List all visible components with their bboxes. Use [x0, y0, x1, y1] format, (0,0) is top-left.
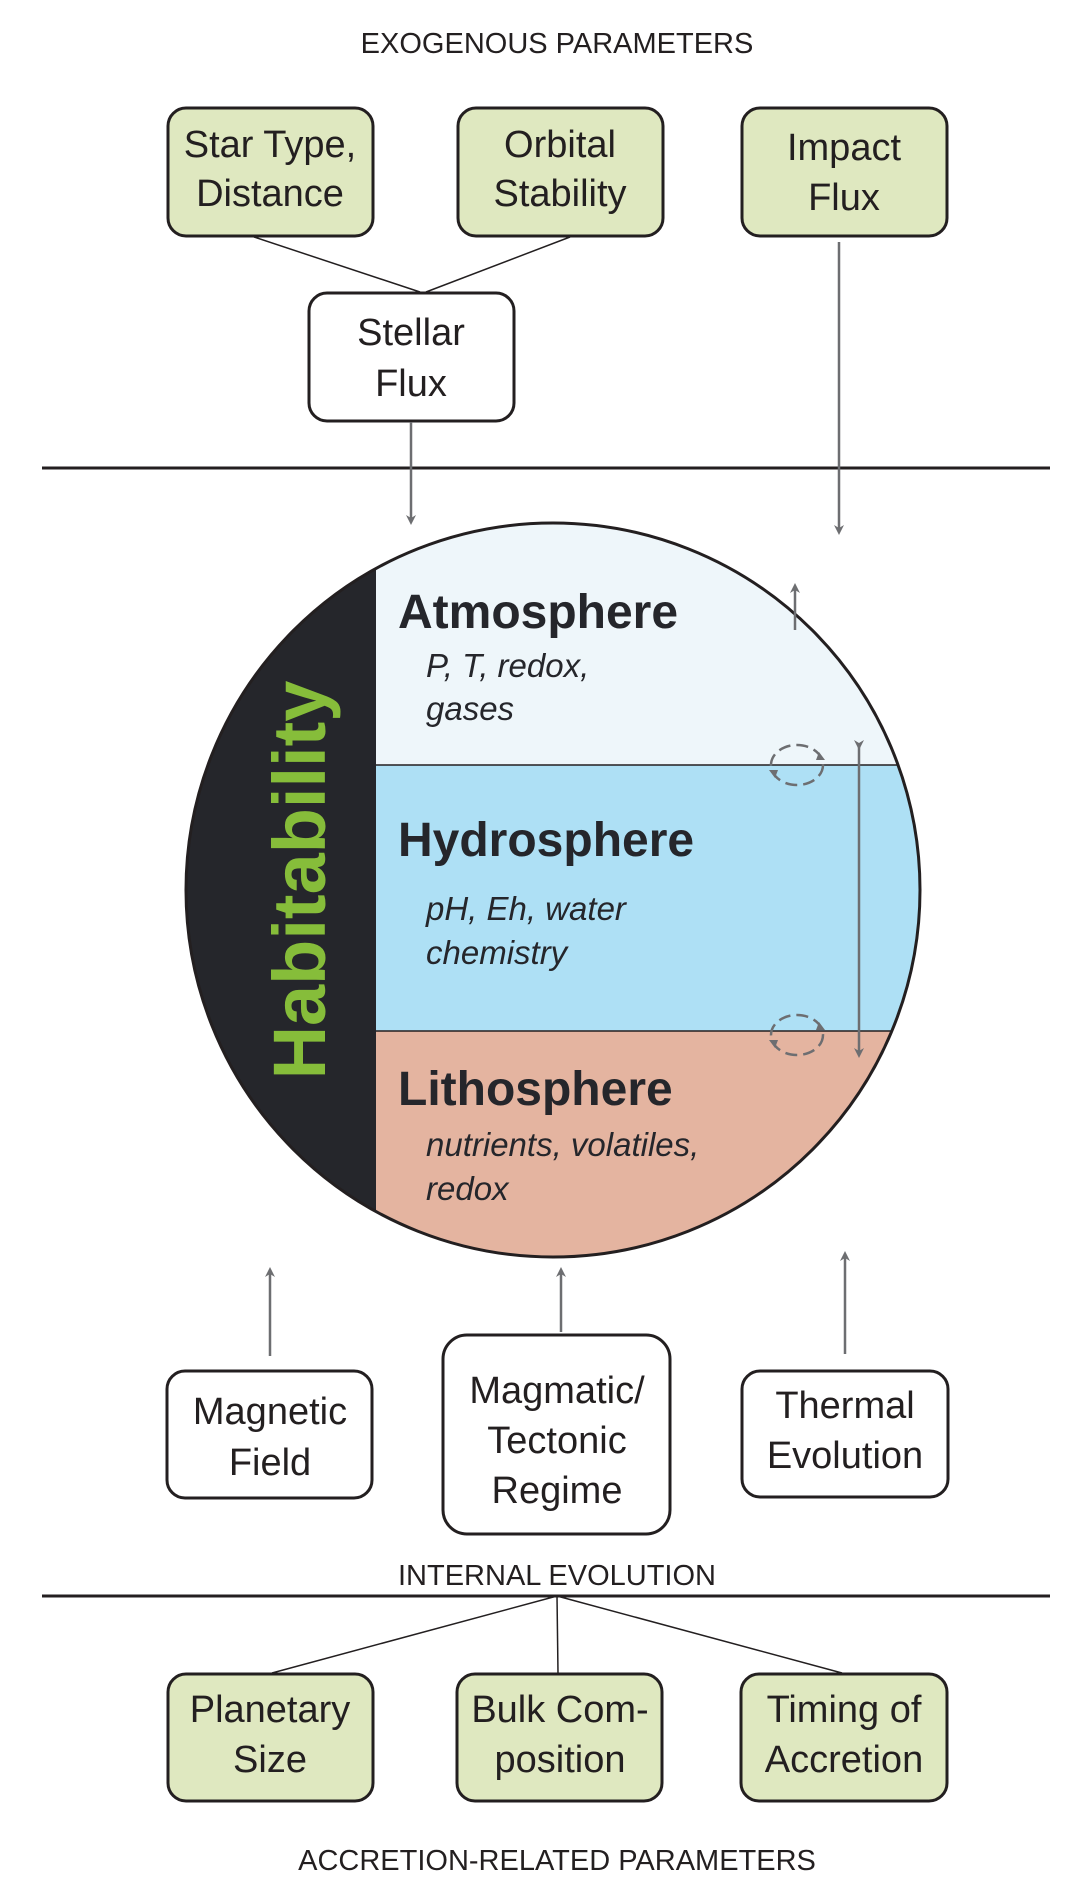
atmosphere-params: P, T, redox, [426, 647, 589, 684]
impact-flux-box: Impact Flux [740, 106, 949, 238]
box-label: Accretion [765, 1739, 923, 1781]
exogenous-header: EXOGENOUS PARAMETERS [361, 28, 754, 60]
cycle-arrow-icon [769, 1013, 825, 1057]
box-label: Distance [196, 173, 344, 215]
planetary-size-box: Planetary Size [166, 1672, 375, 1803]
atmosphere-params: gases [426, 690, 514, 727]
magnetic-field-box: Magnetic Field [165, 1369, 374, 1500]
box-label: Flux [808, 177, 880, 219]
box-label: Evolution [767, 1435, 923, 1477]
box-label: Tectonic [487, 1420, 626, 1462]
hydrosphere-layer [376, 765, 920, 1031]
hydrosphere-params: chemistry [426, 934, 570, 971]
box-label: Impact [787, 127, 901, 169]
box-label: Regime [492, 1470, 623, 1512]
box-label: position [495, 1739, 626, 1781]
box-label: Magmatic/ [469, 1370, 645, 1412]
box-label: Timing of [767, 1689, 922, 1731]
stellar-flux-box: Stellar Flux [307, 291, 516, 423]
box-label: Planetary [190, 1689, 351, 1731]
lithosphere-params: redox [426, 1170, 510, 1207]
box-label: Stellar [357, 312, 465, 354]
connector-line [556, 1595, 559, 1674]
timing-of-accretion-box: Timing of Accretion [739, 1672, 949, 1803]
hydrosphere-params: pH, Eh, water [425, 890, 628, 927]
box-label: Stability [493, 173, 626, 215]
accretion-header: ACCRETION-RELATED PARAMETERS [298, 1845, 816, 1877]
cycle-arrow-icon [769, 743, 825, 787]
bulk-composition-box: Bulk Com- position [455, 1672, 664, 1803]
lithosphere-params: nutrients, volatiles, [426, 1126, 699, 1163]
connector-line [556, 1595, 843, 1674]
lithosphere-title: Lithosphere [398, 1063, 673, 1116]
orbital-stability-box: Orbital Stability [456, 106, 665, 238]
internal-evolution-header: INTERNAL EVOLUTION [398, 1560, 716, 1592]
hydrosphere-title: Hydrosphere [398, 814, 694, 867]
box-label: Flux [375, 363, 447, 405]
box-label: Field [229, 1442, 311, 1484]
planet-outline [184, 521, 922, 1259]
box-label: Bulk Com- [471, 1689, 648, 1731]
box-label: Size [233, 1739, 307, 1781]
star-type-distance-box: Star Type, Distance [166, 106, 375, 238]
habitability-label: Habitability [258, 681, 341, 1080]
atmosphere-title: Atmosphere [398, 586, 678, 639]
box-label: Star Type, [184, 124, 357, 166]
connector-line [425, 236, 571, 293]
thermal-evolution-box: Thermal Evolution [740, 1369, 950, 1499]
box-label: Orbital [504, 124, 616, 166]
connector-line [253, 236, 421, 293]
box-label: Magnetic [193, 1391, 347, 1433]
magmatic-tectonic-regime-box: Magmatic/ Tectonic Regime [441, 1333, 672, 1536]
connector-line [271, 1595, 558, 1674]
box-label: Thermal [775, 1385, 914, 1427]
